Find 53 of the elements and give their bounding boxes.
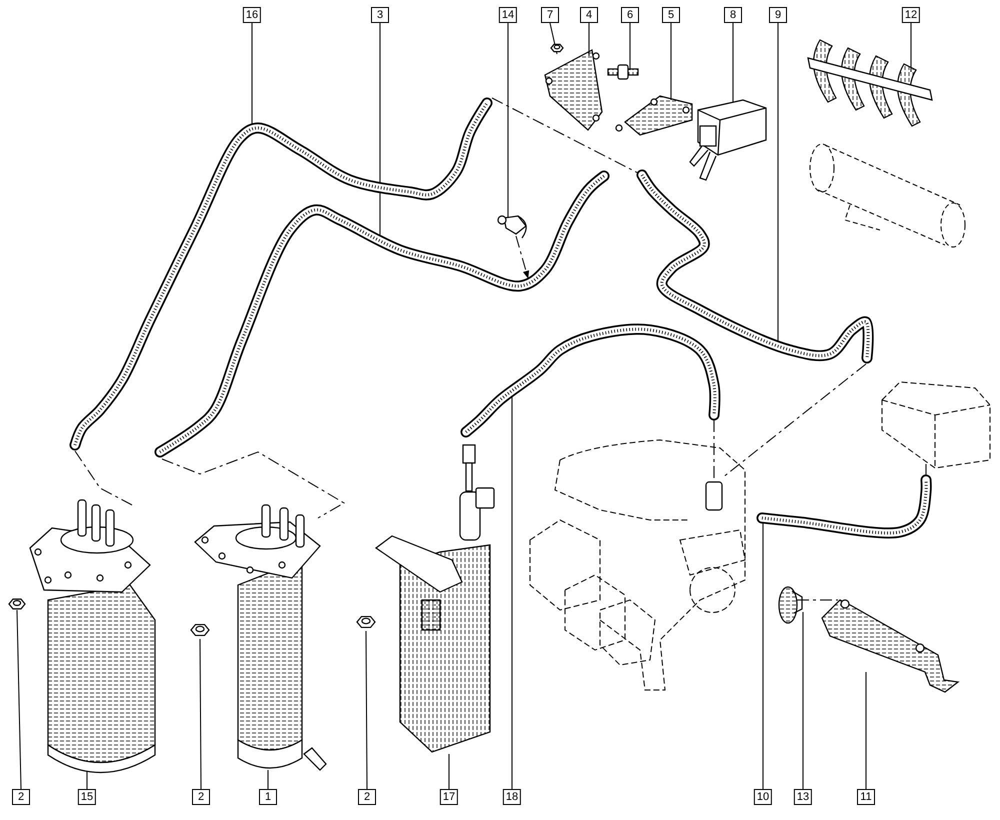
hose-clip-drawing	[807, 39, 966, 248]
nut-drawing	[8, 598, 26, 610]
leader-line	[200, 638, 202, 790]
sensor-drawing	[778, 586, 803, 624]
canister-drawing	[29, 499, 156, 774]
callout-number: 9	[769, 7, 787, 23]
assembly-line	[162, 451, 345, 518]
callout-number: 2	[358, 789, 376, 805]
bracket-drawing	[544, 49, 603, 131]
intake-manifold-drawing	[530, 440, 746, 690]
callout-number: 1	[259, 789, 277, 805]
callout-number: 7	[541, 7, 559, 23]
assembly-line	[516, 236, 530, 279]
nut-drawing	[190, 624, 210, 636]
nut-drawing	[356, 616, 376, 628]
callout-number: 15	[78, 789, 96, 805]
leader-line	[448, 754, 450, 790]
leader-line	[550, 22, 558, 54]
callout-number: 2	[12, 789, 30, 805]
callout-number: 17	[440, 789, 458, 805]
bracket-drawing	[821, 599, 960, 693]
callout-number: 4	[580, 7, 598, 23]
callout-number: 11	[857, 789, 875, 805]
callout-number: 2	[192, 789, 210, 805]
callout-number: 6	[621, 7, 639, 23]
leader-line	[16, 610, 22, 790]
assembly-line	[74, 450, 132, 506]
solenoid-valve-drawing	[689, 99, 767, 181]
callout-number: 12	[902, 7, 920, 23]
canister-drawing	[374, 444, 495, 753]
callout-number: 3	[371, 7, 389, 23]
callout-number: 18	[502, 789, 522, 805]
nut-drawing	[550, 44, 564, 52]
leader-line	[802, 612, 804, 790]
hose-drawing	[70, 98, 492, 450]
callout-number: 5	[662, 7, 680, 23]
control-unit-drawing	[882, 381, 990, 469]
hose-drawing	[460, 324, 720, 438]
canister-drawing	[194, 504, 327, 771]
callout-number: 16	[242, 7, 262, 23]
callout-number: 14	[498, 7, 518, 23]
screw-drawing	[607, 64, 639, 80]
clip-drawing	[497, 215, 527, 238]
hose-drawing	[154, 170, 610, 458]
hose-drawing	[636, 170, 874, 364]
callout-number: 10	[754, 789, 772, 805]
leader-line	[366, 630, 368, 790]
leader-line	[670, 22, 672, 100]
hose-drawing	[756, 474, 932, 538]
callout-number: 13	[794, 789, 812, 805]
callout-number: 8	[724, 7, 742, 23]
bracket-drawing	[615, 95, 693, 136]
assembly-line	[722, 364, 866, 478]
